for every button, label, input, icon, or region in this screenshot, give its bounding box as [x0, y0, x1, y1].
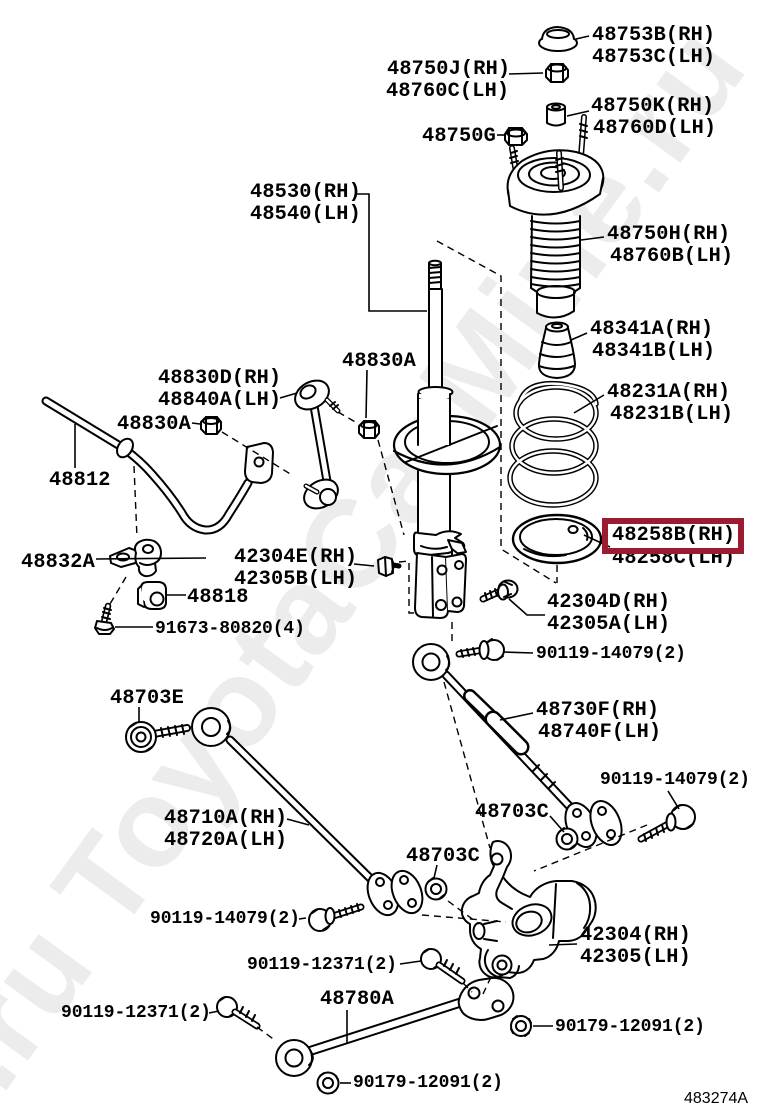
- svg-text:48730F(RH): 48730F(RH): [536, 699, 659, 722]
- svg-text:48818: 48818: [187, 586, 249, 609]
- svg-text:48703C: 48703C: [475, 801, 549, 824]
- svg-text:42304(RH): 42304(RH): [580, 924, 691, 947]
- svg-text:48720A(LH): 48720A(LH): [164, 829, 287, 852]
- svg-text:48780A: 48780A: [320, 988, 395, 1011]
- svg-text:48753C(LH): 48753C(LH): [592, 46, 715, 69]
- svg-text:48830A: 48830A: [342, 350, 417, 373]
- svg-text:90119-12371(2): 90119-12371(2): [247, 955, 397, 975]
- svg-text:48812: 48812: [49, 469, 111, 492]
- svg-text:48832A: 48832A: [21, 551, 96, 574]
- svg-text:48750H(RH): 48750H(RH): [607, 223, 730, 246]
- svg-text:90119-14079(2): 90119-14079(2): [600, 770, 750, 790]
- svg-text:48341A(RH): 48341A(RH): [590, 318, 713, 341]
- svg-text:48703C: 48703C: [406, 845, 480, 868]
- svg-text:48231B(LH): 48231B(LH): [610, 403, 733, 426]
- svg-text:48750G: 48750G: [422, 125, 496, 148]
- svg-text:90119-12371(2): 90119-12371(2): [61, 1003, 211, 1023]
- svg-text:48740F(LH): 48740F(LH): [538, 721, 661, 744]
- svg-text:48760B(LH): 48760B(LH): [610, 245, 733, 268]
- svg-text:48753B(RH): 48753B(RH): [592, 24, 715, 47]
- svg-text:48830D(RH): 48830D(RH): [158, 367, 281, 390]
- svg-text:90179-12091(2): 90179-12091(2): [555, 1017, 705, 1037]
- svg-text:48760D(LH): 48760D(LH): [593, 117, 716, 140]
- svg-text:48530(RH): 48530(RH): [250, 181, 361, 204]
- svg-text:48540(LH): 48540(LH): [250, 203, 361, 226]
- svg-text:42304E(RH): 42304E(RH): [234, 546, 357, 569]
- svg-text:483274A: 483274A: [684, 1090, 748, 1107]
- svg-text:42305B(LH): 42305B(LH): [234, 568, 357, 591]
- svg-text:48750K(RH): 48750K(RH): [591, 95, 714, 118]
- svg-text:42305(LH): 42305(LH): [580, 946, 691, 969]
- svg-text:90119-14079(2): 90119-14079(2): [536, 644, 686, 664]
- svg-text:48840A(LH): 48840A(LH): [158, 389, 281, 412]
- svg-text:42304D(RH): 42304D(RH): [547, 591, 670, 614]
- svg-text:90179-12091(2): 90179-12091(2): [353, 1073, 503, 1093]
- svg-text:90119-14079(2): 90119-14079(2): [150, 909, 300, 929]
- svg-text:48710A(RH): 48710A(RH): [164, 807, 287, 830]
- svg-text:48341B(LH): 48341B(LH): [592, 340, 715, 363]
- svg-text:42305A(LH): 42305A(LH): [547, 613, 670, 636]
- svg-text:48760C(LH): 48760C(LH): [386, 80, 509, 103]
- svg-text:48258B(RH): 48258B(RH): [612, 524, 735, 547]
- svg-text:48703E: 48703E: [110, 687, 184, 710]
- svg-text:48830A: 48830A: [117, 413, 192, 436]
- svg-text:48750J(RH): 48750J(RH): [387, 58, 510, 81]
- svg-text:48231A(RH): 48231A(RH): [607, 381, 730, 404]
- svg-text:91673-80820(4): 91673-80820(4): [155, 619, 305, 639]
